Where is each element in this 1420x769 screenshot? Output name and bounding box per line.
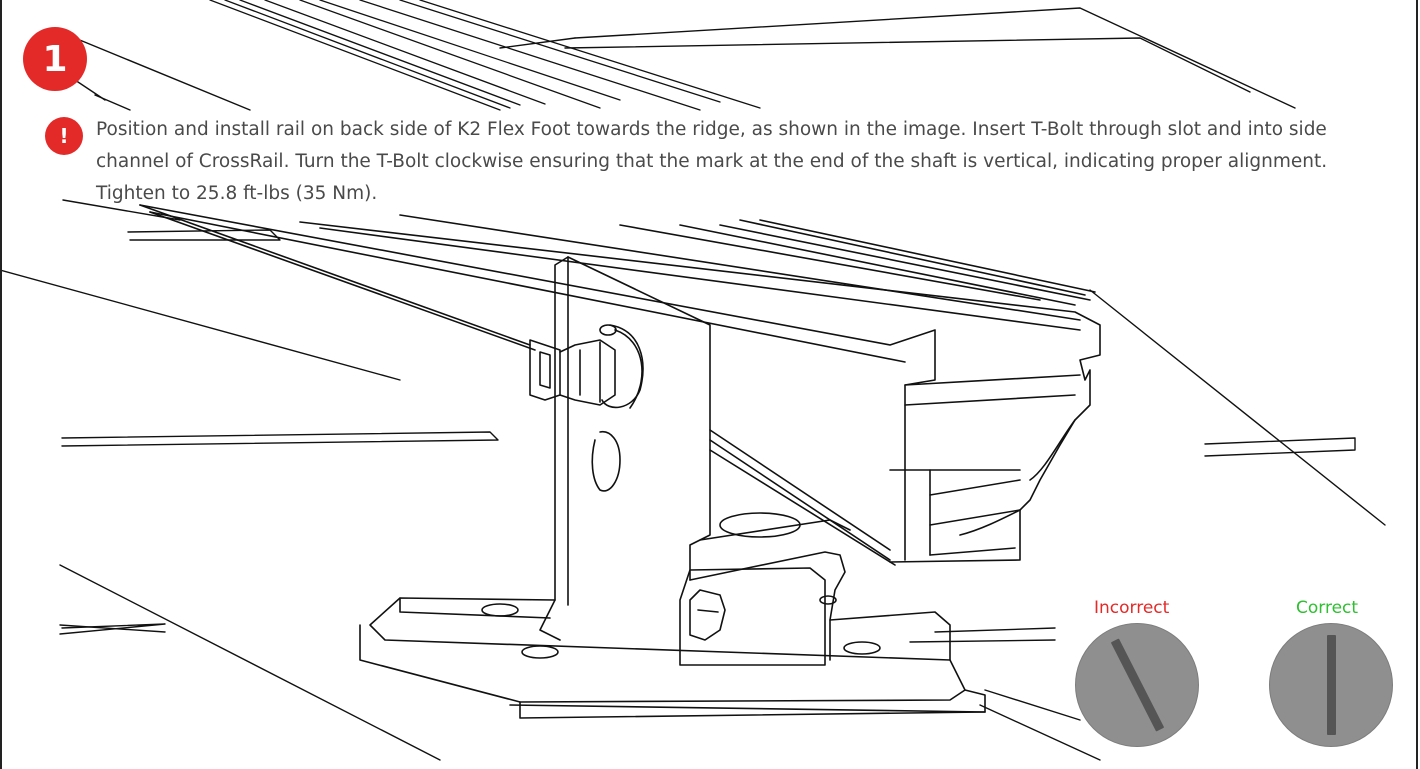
incorrect-slot-mark [1110, 638, 1165, 732]
correct-label: Correct [1296, 598, 1359, 618]
correct-bolt-end-icon [1269, 623, 1393, 747]
step-number-badge: 1 [23, 27, 87, 91]
flex-foot [359, 256, 986, 719]
t-bolt [139, 204, 726, 641]
frame-border-left [0, 0, 2, 769]
incorrect-bolt-end-icon [1075, 623, 1199, 747]
base-plate-holes [481, 512, 881, 659]
correct-slot-mark [1327, 635, 1336, 735]
crossrail [139, 204, 1101, 566]
incorrect-label: Incorrect [1094, 598, 1170, 618]
roof-seams [0, 7, 1386, 761]
instruction-text: Position and install rail on back side o… [96, 119, 1328, 204]
frame-border-right [1416, 0, 1418, 769]
exclamation-icon: ! [45, 117, 83, 155]
rail-upper [209, 0, 761, 111]
